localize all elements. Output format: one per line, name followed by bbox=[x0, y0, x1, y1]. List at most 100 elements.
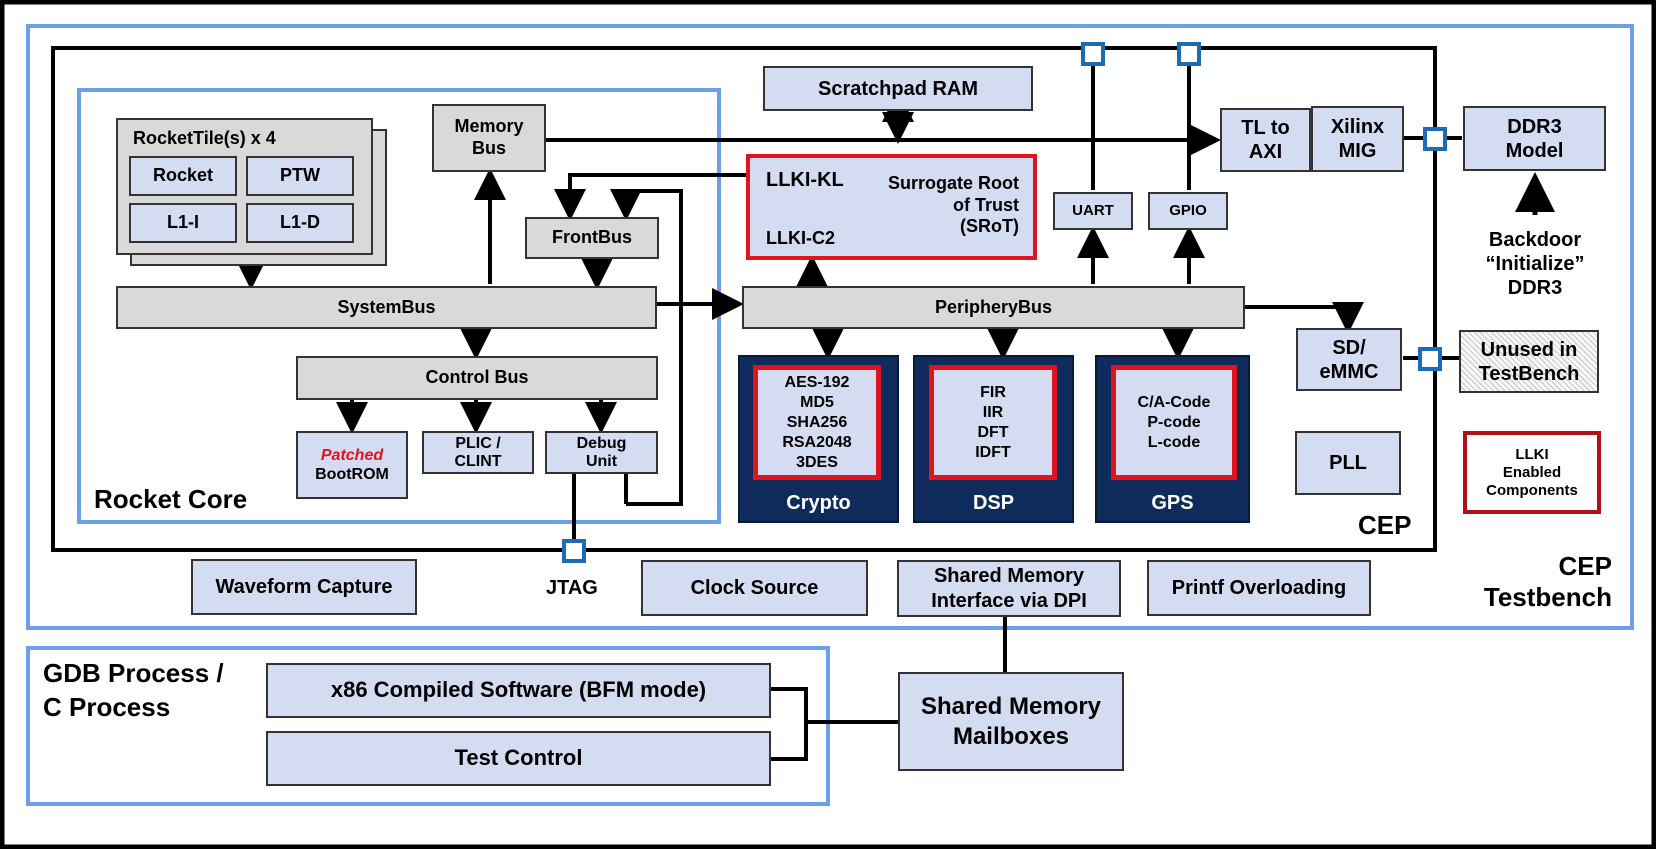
cep-testbench-label: CEP Testbench bbox=[1468, 551, 1612, 613]
sd-line2: eMMC bbox=[1319, 360, 1379, 383]
dsp-item: DFT bbox=[977, 423, 1009, 441]
front-bus: FrontBus bbox=[525, 217, 659, 259]
printf-overloading: Printf Overloading bbox=[1147, 560, 1371, 616]
system-bus: SystemBus bbox=[116, 286, 657, 329]
shm-dpi-line1: Shared Memory bbox=[933, 564, 1085, 587]
crypto-label: Crypto bbox=[786, 492, 851, 514]
ddr3-line2: Model bbox=[1505, 139, 1564, 162]
rocket-core-label: Rocket Core bbox=[94, 484, 248, 514]
memory-bus-line1: Memory bbox=[454, 116, 524, 137]
gdb-process-boundary bbox=[26, 646, 830, 806]
sd-port bbox=[1418, 347, 1442, 371]
srot-block: LLKI-KL LLKI-C2 Surrogate Root of Trust … bbox=[746, 154, 1037, 260]
ddr3-line1: DDR3 bbox=[1507, 115, 1562, 138]
gps-item: L-code bbox=[1147, 433, 1201, 451]
bootrom-label: BootROM bbox=[315, 466, 389, 483]
l1d-block: L1-D bbox=[246, 203, 354, 243]
crypto-item: AES-192 bbox=[784, 373, 850, 391]
jtag-port bbox=[562, 539, 586, 563]
shm-dpi-line2: Interface via DPI bbox=[931, 589, 1087, 612]
crypto-cores: AES-192 MD5 SHA256 RSA2048 3DES bbox=[753, 365, 881, 480]
sd-emmc: SD/ eMMC bbox=[1296, 328, 1402, 391]
uart-port bbox=[1081, 42, 1105, 66]
sd-line1: SD/ bbox=[1332, 336, 1366, 359]
ptw-block: PTW bbox=[246, 156, 354, 196]
xilinx-line2: MIG bbox=[1338, 140, 1377, 162]
gps-item: C/A-Code bbox=[1137, 393, 1211, 411]
debug-line1: Debug bbox=[576, 434, 627, 452]
tl-axi-line1: TL to bbox=[1241, 117, 1290, 139]
srot-title: Surrogate Root of Trust (SRoT) bbox=[888, 173, 1019, 238]
tl-to-axi: TL to AXI bbox=[1220, 108, 1311, 172]
llki-kl-label: LLKI-KL bbox=[766, 169, 844, 191]
xilinx-mig: Xilinx MIG bbox=[1311, 106, 1404, 172]
memory-bus: Memory Bus bbox=[432, 104, 546, 172]
dsp-label: DSP bbox=[972, 492, 1015, 514]
crypto-item: 3DES bbox=[796, 453, 838, 471]
cep-boundary bbox=[51, 46, 1437, 552]
backdoor-line2: “Initialize” bbox=[1485, 253, 1585, 275]
bootrom-patched-label: Patched bbox=[320, 446, 384, 464]
tl-axi-line2: AXI bbox=[1248, 141, 1283, 163]
backdoor-label: Backdoor “Initialize” DDR3 bbox=[1470, 224, 1600, 304]
shared-memory-dpi: Shared Memory Interface via DPI bbox=[897, 560, 1121, 617]
crypto-item: MD5 bbox=[800, 393, 834, 411]
crypto-item: RSA2048 bbox=[782, 433, 852, 451]
waveform-capture: Waveform Capture bbox=[191, 559, 417, 615]
l1i-block: L1-I bbox=[129, 203, 237, 243]
srot-line3: (SRoT) bbox=[960, 216, 1019, 237]
gps-cores: C/A-Code P-code L-code bbox=[1111, 365, 1237, 480]
rocket-block: Rocket bbox=[129, 156, 237, 196]
ddr3-model: DDR3 Model bbox=[1463, 106, 1606, 171]
crypto-item: SHA256 bbox=[786, 413, 848, 431]
llki-c2-label: LLKI-C2 bbox=[766, 228, 835, 248]
cep-testbench-boundary bbox=[26, 24, 1634, 630]
gdb-process-label: GDB Process / C Process bbox=[43, 657, 224, 725]
gpio-block: GPIO bbox=[1148, 192, 1228, 230]
scratchpad-ram: Scratchpad RAM bbox=[763, 66, 1033, 111]
plic-line1: PLIC / bbox=[455, 434, 501, 452]
test-control: Test Control bbox=[266, 731, 771, 786]
cep-testbench-line1: CEP bbox=[1558, 551, 1612, 581]
gpio-port bbox=[1177, 42, 1201, 66]
unused-in-testbench: Unused in TestBench bbox=[1459, 330, 1599, 393]
llki-legend-line1: LLKI bbox=[1515, 445, 1549, 463]
mailbox-line1: Shared Memory bbox=[920, 692, 1102, 720]
control-bus: Control Bus bbox=[296, 356, 658, 400]
xilinx-line1: Xilinx bbox=[1330, 116, 1385, 138]
clock-source: Clock Source bbox=[641, 560, 868, 616]
plic-clint: PLIC / CLINT bbox=[422, 431, 534, 474]
dsp-cores: FIR IIR DFT IDFT bbox=[929, 365, 1057, 480]
rocket-tile-title: RocketTile(s) x 4 bbox=[133, 128, 276, 148]
dsp-item: FIR bbox=[980, 383, 1006, 401]
mailbox-line2: Mailboxes bbox=[952, 722, 1070, 750]
srot-line2: of Trust bbox=[953, 194, 1019, 215]
unused-line1: Unused in bbox=[1480, 338, 1578, 361]
dsp-item: IIR bbox=[982, 403, 1004, 421]
gps-label: GPS bbox=[1151, 492, 1194, 514]
dsp-item: IDFT bbox=[975, 443, 1011, 461]
srot-line1: Surrogate Root bbox=[887, 173, 1019, 193]
llki-legend: LLKI Enabled Components bbox=[1463, 431, 1601, 514]
gdb-line1: GDB Process / bbox=[43, 658, 224, 688]
bootrom: Patched BootROM bbox=[296, 431, 408, 499]
ddr-port bbox=[1423, 127, 1447, 151]
jtag-label: JTAG bbox=[546, 577, 598, 599]
backdoor-line3: DDR3 bbox=[1507, 277, 1563, 299]
gdb-line2: C Process bbox=[43, 691, 171, 722]
backdoor-line1: Backdoor bbox=[1488, 229, 1582, 251]
llki-legend-line3: Components bbox=[1486, 481, 1578, 499]
plic-line2: CLINT bbox=[454, 452, 502, 470]
periphery-bus: PeripheryBus bbox=[742, 286, 1245, 329]
pll-block: PLL bbox=[1295, 431, 1401, 495]
uart-block: UART bbox=[1053, 192, 1133, 230]
cep-label: CEP bbox=[1358, 510, 1412, 540]
gps-item: P-code bbox=[1147, 413, 1201, 431]
x86-software: x86 Compiled Software (BFM mode) bbox=[266, 663, 771, 718]
cep-testbench-line2: Testbench bbox=[1483, 582, 1612, 613]
unused-line2: TestBench bbox=[1478, 362, 1580, 385]
memory-bus-line2: Bus bbox=[471, 138, 506, 158]
